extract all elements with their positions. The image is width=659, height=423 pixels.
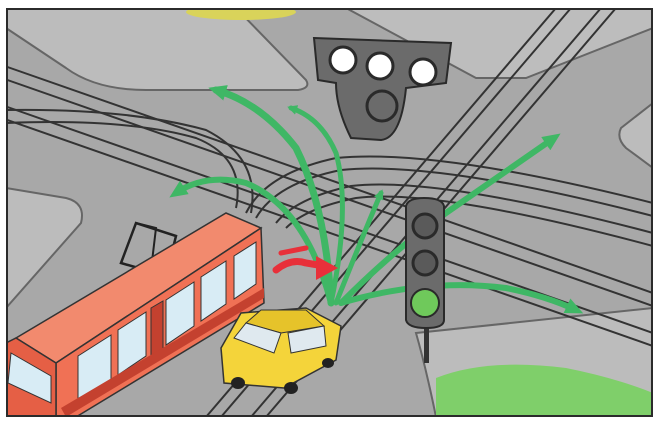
intersection-illustration [6,8,653,417]
